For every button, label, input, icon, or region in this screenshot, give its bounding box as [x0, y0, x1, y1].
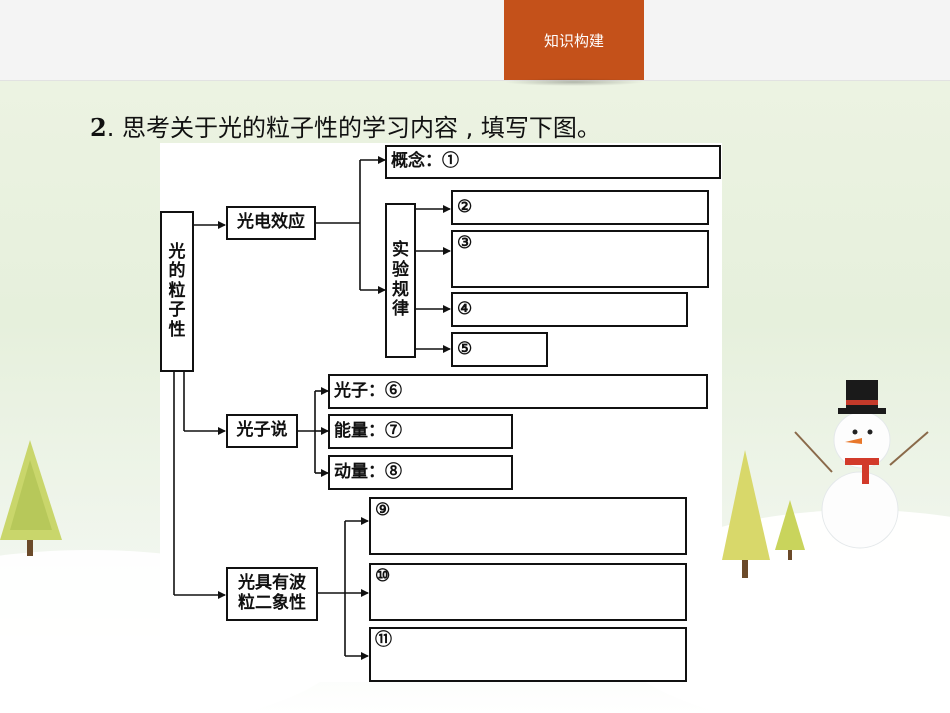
question-text: 2. 思考关于光的粒子性的学习内容 , 填写下图。 — [90, 108, 601, 143]
photon-blank[interactable]: 光子：⑥ — [328, 374, 708, 409]
blank-marker: ③ — [457, 233, 473, 253]
answer-blank-5[interactable]: ⑤ — [451, 332, 548, 367]
experiment-laws-node: 实 验 规 律 — [385, 203, 416, 358]
root-char: 的 — [168, 261, 186, 282]
top-bar — [0, 0, 950, 81]
tab-label: 知识构建 — [543, 31, 604, 50]
photon-label: 光子：⑥ — [334, 380, 402, 401]
photon-theory-node: 光子说 — [226, 414, 298, 448]
root-char: 性 — [168, 319, 186, 340]
answer-blank-10[interactable]: ⑩ — [369, 563, 687, 621]
answer-blank-4[interactable]: ④ — [451, 292, 688, 327]
root-char: 光 — [168, 241, 186, 262]
duality-line: 粒二象性 — [238, 593, 306, 613]
tab-shadow — [504, 78, 644, 86]
experiment-char: 验 — [392, 259, 409, 280]
photon-theory-label: 光子说 — [236, 420, 288, 441]
photoelectric-effect-label: 光电效应 — [237, 212, 305, 233]
snowman-icon — [794, 380, 929, 549]
experiment-char: 实 — [392, 240, 409, 261]
blank-marker: ⑤ — [457, 338, 473, 359]
blank-marker: ⑩ — [375, 566, 391, 586]
blank-marker: ⑨ — [375, 500, 391, 520]
tree-icon — [0, 440, 62, 556]
experiment-char: 规 — [392, 279, 409, 300]
answer-blank-2[interactable]: ② — [451, 190, 709, 225]
blank-marker: ⑪ — [375, 630, 392, 650]
question-body: . 思考关于光的粒子性的学习内容 , 填写下图。 — [106, 114, 601, 142]
concept-label: 概念：① — [391, 151, 459, 172]
question-number: 2 — [90, 113, 107, 142]
tab-knowledge-building[interactable]: 知识构建 — [504, 0, 644, 80]
blank-marker: ② — [457, 196, 473, 217]
connector-lines — [173, 156, 451, 660]
answer-blank-3[interactable]: ③ — [451, 230, 709, 288]
root-node: 光 的 粒 子 性 — [160, 211, 194, 372]
tree-icon — [722, 450, 770, 578]
concept-blank: 概念：① — [385, 145, 721, 179]
experiment-char: 律 — [392, 299, 409, 320]
momentum-label: 动量：⑧ — [334, 461, 402, 482]
energy-blank[interactable]: 能量：⑦ — [328, 414, 513, 449]
concept-map-panel: 光 的 粒 子 性 光电效应 概念：① 实 验 规 律 ② ③ ④ ⑤ 光子说 … — [160, 143, 722, 682]
energy-label: 能量：⑦ — [334, 420, 402, 441]
tree-icon — [775, 500, 805, 560]
momentum-blank[interactable]: 动量：⑧ — [328, 455, 513, 490]
answer-blank-11[interactable]: ⑪ — [369, 627, 687, 682]
root-char: 子 — [168, 300, 186, 321]
root-char: 粒 — [168, 280, 186, 301]
answer-blank-9[interactable]: ⑨ — [369, 497, 687, 555]
wave-particle-duality-node: 光具有波 粒二象性 — [226, 567, 318, 621]
duality-line: 光具有波 — [238, 573, 306, 594]
blank-marker: ④ — [457, 298, 473, 319]
photoelectric-effect-node: 光电效应 — [226, 206, 316, 240]
